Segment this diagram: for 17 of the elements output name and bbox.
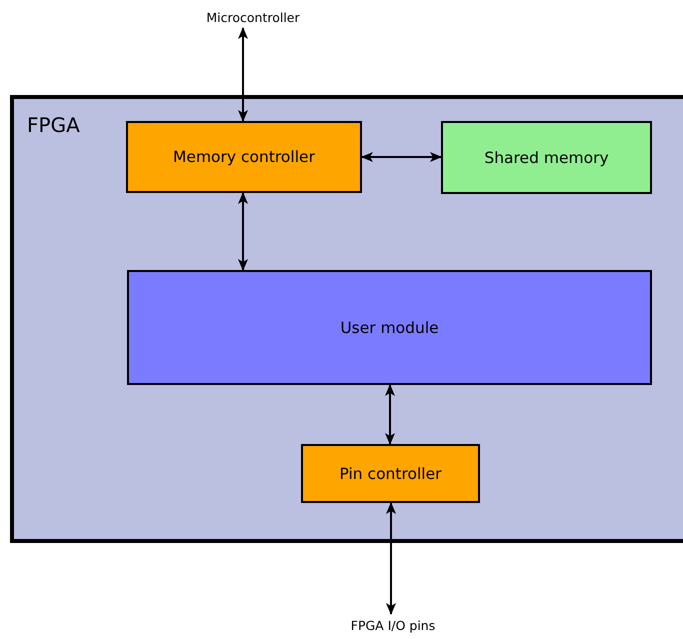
module-box — [301, 444, 480, 503]
module-label: Shared memory — [484, 148, 609, 166]
double-arrow — [238, 27, 248, 122]
module-label: User module — [340, 318, 439, 336]
endpoint-label: Microcontroller — [206, 10, 300, 24]
double-arrow — [238, 192, 248, 271]
double-arrow — [386, 502, 396, 615]
module-box — [441, 121, 652, 194]
double-arrow — [385, 384, 395, 445]
fpga-frame — [10, 95, 683, 543]
module-label: Pin controller — [339, 464, 442, 482]
module-label: Memory controller — [173, 148, 315, 166]
module-box — [126, 121, 362, 193]
module-box — [127, 270, 652, 385]
frame-title: FPGA — [27, 113, 80, 137]
double-arrow — [361, 152, 442, 162]
endpoint-label: FPGA I/O pins — [350, 618, 436, 632]
